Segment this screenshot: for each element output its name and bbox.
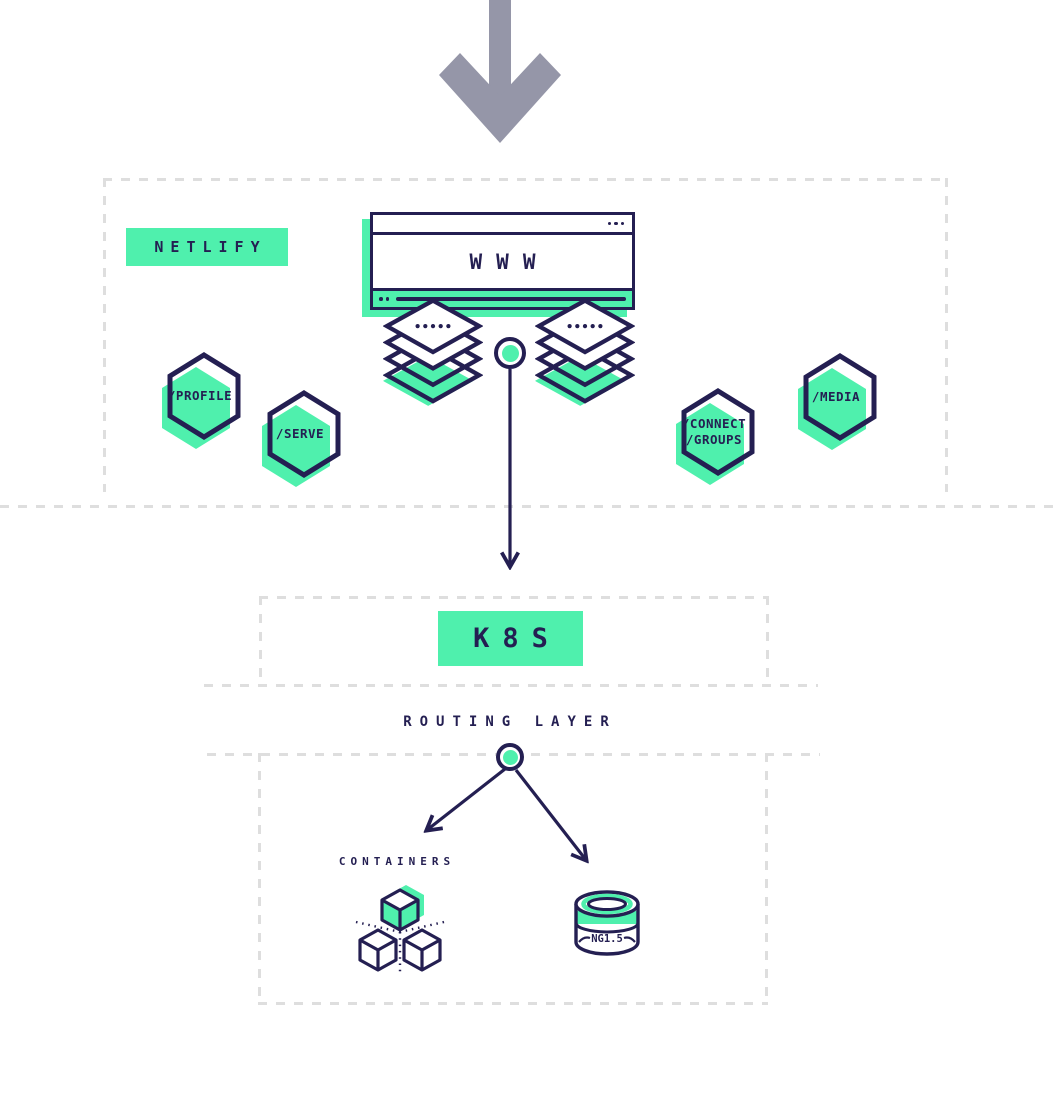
hexagon-icon [262, 390, 341, 487]
top-cube [380, 888, 420, 932]
titlebar-dot-icon [607, 221, 611, 226]
statusbar-progress-line [396, 297, 626, 301]
netlify-label: NETLIFY [126, 228, 288, 266]
statusbar-dot-icon [379, 297, 383, 301]
www-connector-node [494, 337, 526, 369]
containers-label: CONTAINERS [338, 855, 456, 868]
k8s-frame-top [259, 596, 769, 599]
containers-cubes-icon [355, 885, 445, 972]
route-label-line2: /GROUPS [685, 432, 743, 447]
arrow-router-to-containers [427, 767, 506, 830]
netlify-frame-bottom-separator [0, 505, 1053, 508]
layer-stack-right-icon [535, 298, 635, 406]
statusbar-dot-icon [385, 297, 389, 301]
k8s-frame-bottom-separator [204, 684, 818, 687]
bottom-right-cube [402, 928, 442, 972]
routing-frame-bottom [258, 1002, 768, 1005]
route-hex-profile: /PROFILE [154, 352, 246, 454]
flow-down-arrow-icon [439, 0, 561, 143]
hexagon-icon [676, 388, 755, 485]
netlify-frame-right [945, 178, 948, 492]
route-label: /CONNECT /GROUPS [668, 416, 760, 448]
browser-titlebar [373, 215, 632, 235]
browser-window: WWW [370, 212, 635, 310]
k8s-label: K8S [438, 611, 583, 666]
routing-layer-title: ROUTING LAYER [403, 714, 617, 730]
hexagon-icon [162, 352, 241, 449]
route-hex-media: /MEDIA [790, 353, 882, 455]
routing-frame-left [258, 753, 261, 1002]
database-cylinder-icon [574, 890, 640, 956]
node-dot-icon [501, 344, 519, 362]
netlify-frame-left [103, 178, 106, 492]
arrow-router-to-database [514, 769, 586, 860]
route-label: /SERVE [275, 426, 325, 441]
hexagon-icon [798, 353, 877, 450]
route-hex-serve: /SERVE [254, 390, 346, 492]
bottom-left-cube [358, 928, 398, 972]
database-version-label: NG1.5 [591, 933, 623, 945]
routing-connector-node [496, 743, 524, 771]
layer-stack-left-icon [383, 298, 483, 406]
titlebar-dot-icon [614, 221, 618, 226]
node-dot-icon [502, 749, 518, 765]
k8s-frame-right [766, 596, 769, 684]
browser-url-text: WWW [469, 249, 550, 274]
netlify-frame-top [103, 178, 948, 181]
route-label: /MEDIA [811, 389, 861, 404]
titlebar-dot-icon [620, 221, 624, 226]
route-label: /PROFILE [167, 388, 233, 403]
k8s-frame-left [259, 596, 262, 684]
routing-frame-right [765, 753, 768, 1002]
route-hex-connect-groups: /CONNECT /GROUPS [668, 388, 760, 490]
route-label-line1: /CONNECT [681, 416, 747, 431]
